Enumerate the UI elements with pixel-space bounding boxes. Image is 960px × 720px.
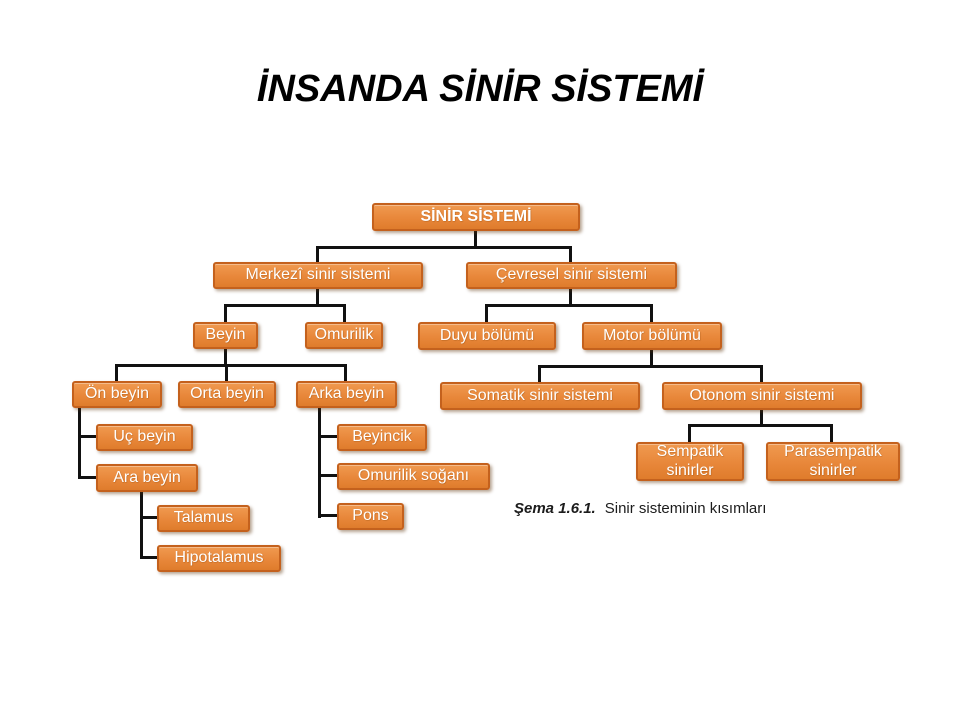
node-beyincik: Beyincik: [337, 424, 427, 451]
node-merkezi-sinir-sistemi: Merkezî sinir sistemi: [213, 262, 423, 289]
figure-caption: Şema 1.6.1. Sinir sisteminin kısımları: [514, 500, 766, 517]
connector-line: [78, 435, 96, 438]
connector-line: [650, 350, 653, 366]
node-cevresel-sinir-sistemi: Çevresel sinir sistemi: [466, 262, 677, 289]
connector-line: [224, 304, 227, 323]
figure-caption-text: Sinir sisteminin kısımları: [604, 500, 767, 517]
node-orta-beyin: Orta beyin: [178, 381, 276, 408]
connector-line: [318, 408, 321, 518]
node-talamus: Talamus: [157, 505, 250, 532]
connector-line: [569, 289, 572, 305]
connector-line: [569, 246, 572, 263]
connector-line: [830, 424, 833, 442]
connector-line: [78, 408, 81, 479]
node-sinir-sistemi: SİNİR SİSTEMİ: [372, 203, 580, 231]
node-uc-beyin: Uç beyin: [96, 424, 193, 451]
node-otonom-sinir-sistemi: Otonom sinir sistemi: [662, 382, 862, 410]
node-ara-beyin: Ara beyin: [96, 464, 198, 492]
node-omurilik: Omurilik: [305, 322, 383, 349]
node-sempatik-sinirler: Sempatik sinirler: [636, 442, 744, 481]
connector-line: [318, 435, 337, 438]
node-arka-beyin: Arka beyin: [296, 381, 397, 408]
connector-line: [115, 364, 347, 367]
connector-line: [344, 364, 347, 382]
connector-line: [538, 365, 541, 383]
node-motor-bolumu: Motor bölümü: [582, 322, 722, 350]
connector-line: [474, 231, 477, 247]
node-duyu-bolumu: Duyu bölümü: [418, 322, 556, 350]
node-on-beyin: Ön beyin: [72, 381, 162, 408]
connector-line: [343, 304, 346, 323]
connector-line: [538, 365, 763, 368]
connector-line: [78, 476, 96, 479]
connector-line: [224, 304, 346, 307]
connector-line: [224, 349, 227, 365]
connector-line: [760, 365, 763, 383]
node-pons: Pons: [337, 503, 404, 530]
node-somatik-sinir-sistemi: Somatik sinir sistemi: [440, 382, 640, 410]
connector-line: [140, 492, 143, 559]
node-hipotalamus: Hipotalamus: [157, 545, 281, 572]
connector-line: [140, 516, 157, 519]
connector-line: [318, 474, 337, 477]
connector-line: [760, 410, 763, 425]
connector-line: [140, 556, 157, 559]
connector-line: [650, 304, 653, 323]
figure-caption-label: Şema 1.6.1.: [514, 500, 596, 517]
connector-line: [225, 364, 228, 382]
node-beyin: Beyin: [193, 322, 258, 349]
connector-line: [485, 304, 488, 323]
connector-line: [316, 246, 572, 249]
connector-line: [318, 514, 337, 517]
connector-line: [316, 289, 319, 305]
connector-line: [688, 424, 833, 427]
connector-line: [688, 424, 691, 442]
page-title: İNSANDA SİNİR SİSTEMİ: [256, 68, 704, 110]
node-omurilik-sogani: Omurilik soğanı: [337, 463, 490, 490]
connector-line: [485, 304, 653, 307]
connector-line: [316, 246, 319, 263]
node-parasempatik-sinirler: Parasempatik sinirler: [766, 442, 900, 481]
connector-line: [115, 364, 118, 382]
